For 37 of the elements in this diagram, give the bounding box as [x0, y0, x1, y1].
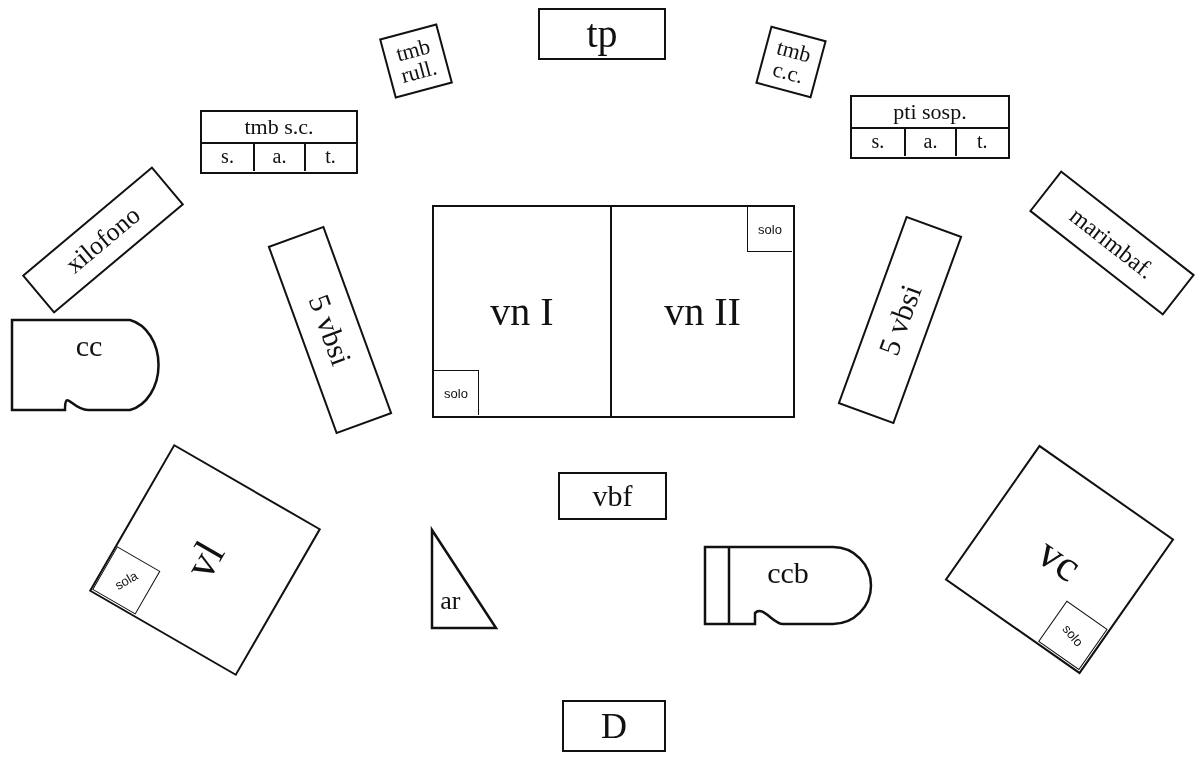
section-label: a. [272, 146, 287, 167]
piano-shape [703, 545, 873, 626]
section-label: cc [75, 331, 103, 362]
harp-triangle [430, 528, 498, 630]
section-label: vn I [490, 291, 554, 332]
section-label: t. [976, 131, 988, 152]
section-label: tmb c.c. [769, 34, 815, 90]
section-label: tmb rull. [392, 33, 441, 89]
section-box [558, 472, 667, 520]
section-box [850, 95, 1010, 159]
section-label: vl [177, 534, 233, 586]
section-box [610, 205, 795, 418]
section-label: ccb [767, 558, 809, 589]
section-label: tp [586, 14, 618, 54]
section-label: tmb s.c. [244, 116, 314, 138]
section-label: solo [444, 386, 468, 400]
section-label: vc [1029, 529, 1090, 590]
section-box [432, 205, 612, 418]
section-label: solo [758, 222, 782, 236]
section-label: s. [871, 131, 885, 152]
section-label: ar [440, 588, 461, 615]
section-label: solo [1060, 622, 1086, 649]
section-label: sola [112, 568, 140, 592]
section-box [538, 8, 666, 60]
section-box [200, 110, 358, 174]
section-box [562, 700, 666, 752]
solo-marker [747, 207, 792, 252]
section-label: vbf [592, 481, 633, 511]
section-label: a. [923, 131, 938, 152]
section-label: 5 vbsi [303, 290, 357, 370]
section-label: s. [221, 146, 234, 167]
section-label: D [601, 708, 627, 744]
section-label: 5 vbsi [873, 280, 927, 360]
solo-marker [434, 370, 479, 415]
section-label: t. [325, 146, 336, 167]
section-label: vn II [664, 291, 741, 332]
section-label: pti sosp. [893, 101, 967, 123]
